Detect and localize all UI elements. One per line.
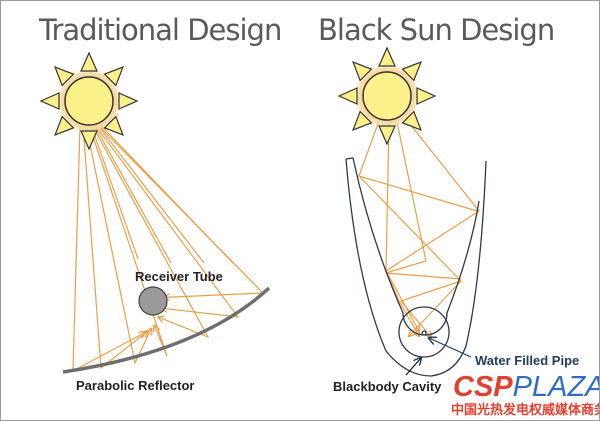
sun-ray-triangle: [39, 92, 60, 110]
logo-csp: CSP: [453, 371, 513, 403]
sun-ray-triangle: [54, 66, 75, 87]
sun-ray-triangle: [401, 110, 422, 131]
logo-plaza: PLAZA: [512, 371, 600, 403]
light-ray: [91, 124, 210, 339]
blackbody-cavity-pointer-arrow: [405, 358, 421, 376]
right-light-rays: [358, 118, 480, 337]
logo-tagline: 中国光热发电权威媒体商务平台: [451, 402, 599, 417]
parabolic-reflector-label: Parabolic Reflector: [76, 378, 195, 393]
csp-plaza-logo: CSPPLAZA: [453, 371, 600, 403]
receiver-tube-label: Receiver Tube: [135, 269, 223, 284]
light-ray: [100, 124, 234, 264]
light-ray: [82, 124, 148, 370]
left-light-rays: [72, 124, 265, 373]
sun-ray-triangle: [337, 87, 358, 105]
sun-ray-triangle: [54, 115, 75, 136]
sun-ray-triangle: [401, 61, 422, 82]
left-sun-icon: [39, 51, 139, 151]
receiver-tube: [138, 286, 168, 316]
water-pipe-pointer-arrow: [429, 338, 472, 358]
traditional-design-title: Traditional Design: [39, 13, 282, 47]
sun-ray-triangle: [118, 92, 139, 110]
light-ray: [88, 124, 168, 357]
black-sun-design-title: Black Sun Design: [318, 13, 555, 47]
light-ray: [93, 124, 172, 264]
black-sun-trough: [345, 157, 487, 377]
sun-ray-triangle: [378, 46, 396, 67]
sun-ray-triangle: [103, 66, 124, 87]
sun-ray-triangle: [416, 87, 437, 105]
blackbody-cavity: [398, 306, 450, 358]
light-ray: [90, 124, 139, 260]
sun-ray-triangle: [103, 115, 124, 136]
sun-ray-triangle: [378, 125, 396, 146]
parabolic-reflector: [62, 286, 271, 374]
sun-ray-triangle: [352, 61, 373, 82]
water-filled-pipe: [421, 330, 427, 336]
light-ray: [85, 124, 151, 365]
blackbody-cavity-label: Blackbody Cavity: [333, 379, 442, 394]
sun-ray-triangle: [80, 51, 98, 72]
sun-ray-triangle: [352, 110, 373, 131]
sun-disc: [64, 76, 114, 126]
water-filled-pipe-label: Water Filled Pipe: [475, 353, 580, 368]
light-ray: [97, 124, 205, 264]
light-ray: [94, 124, 240, 318]
sun-ray-triangle: [80, 130, 98, 151]
right-sun-icon: [337, 46, 437, 146]
sun-disc: [362, 71, 412, 121]
